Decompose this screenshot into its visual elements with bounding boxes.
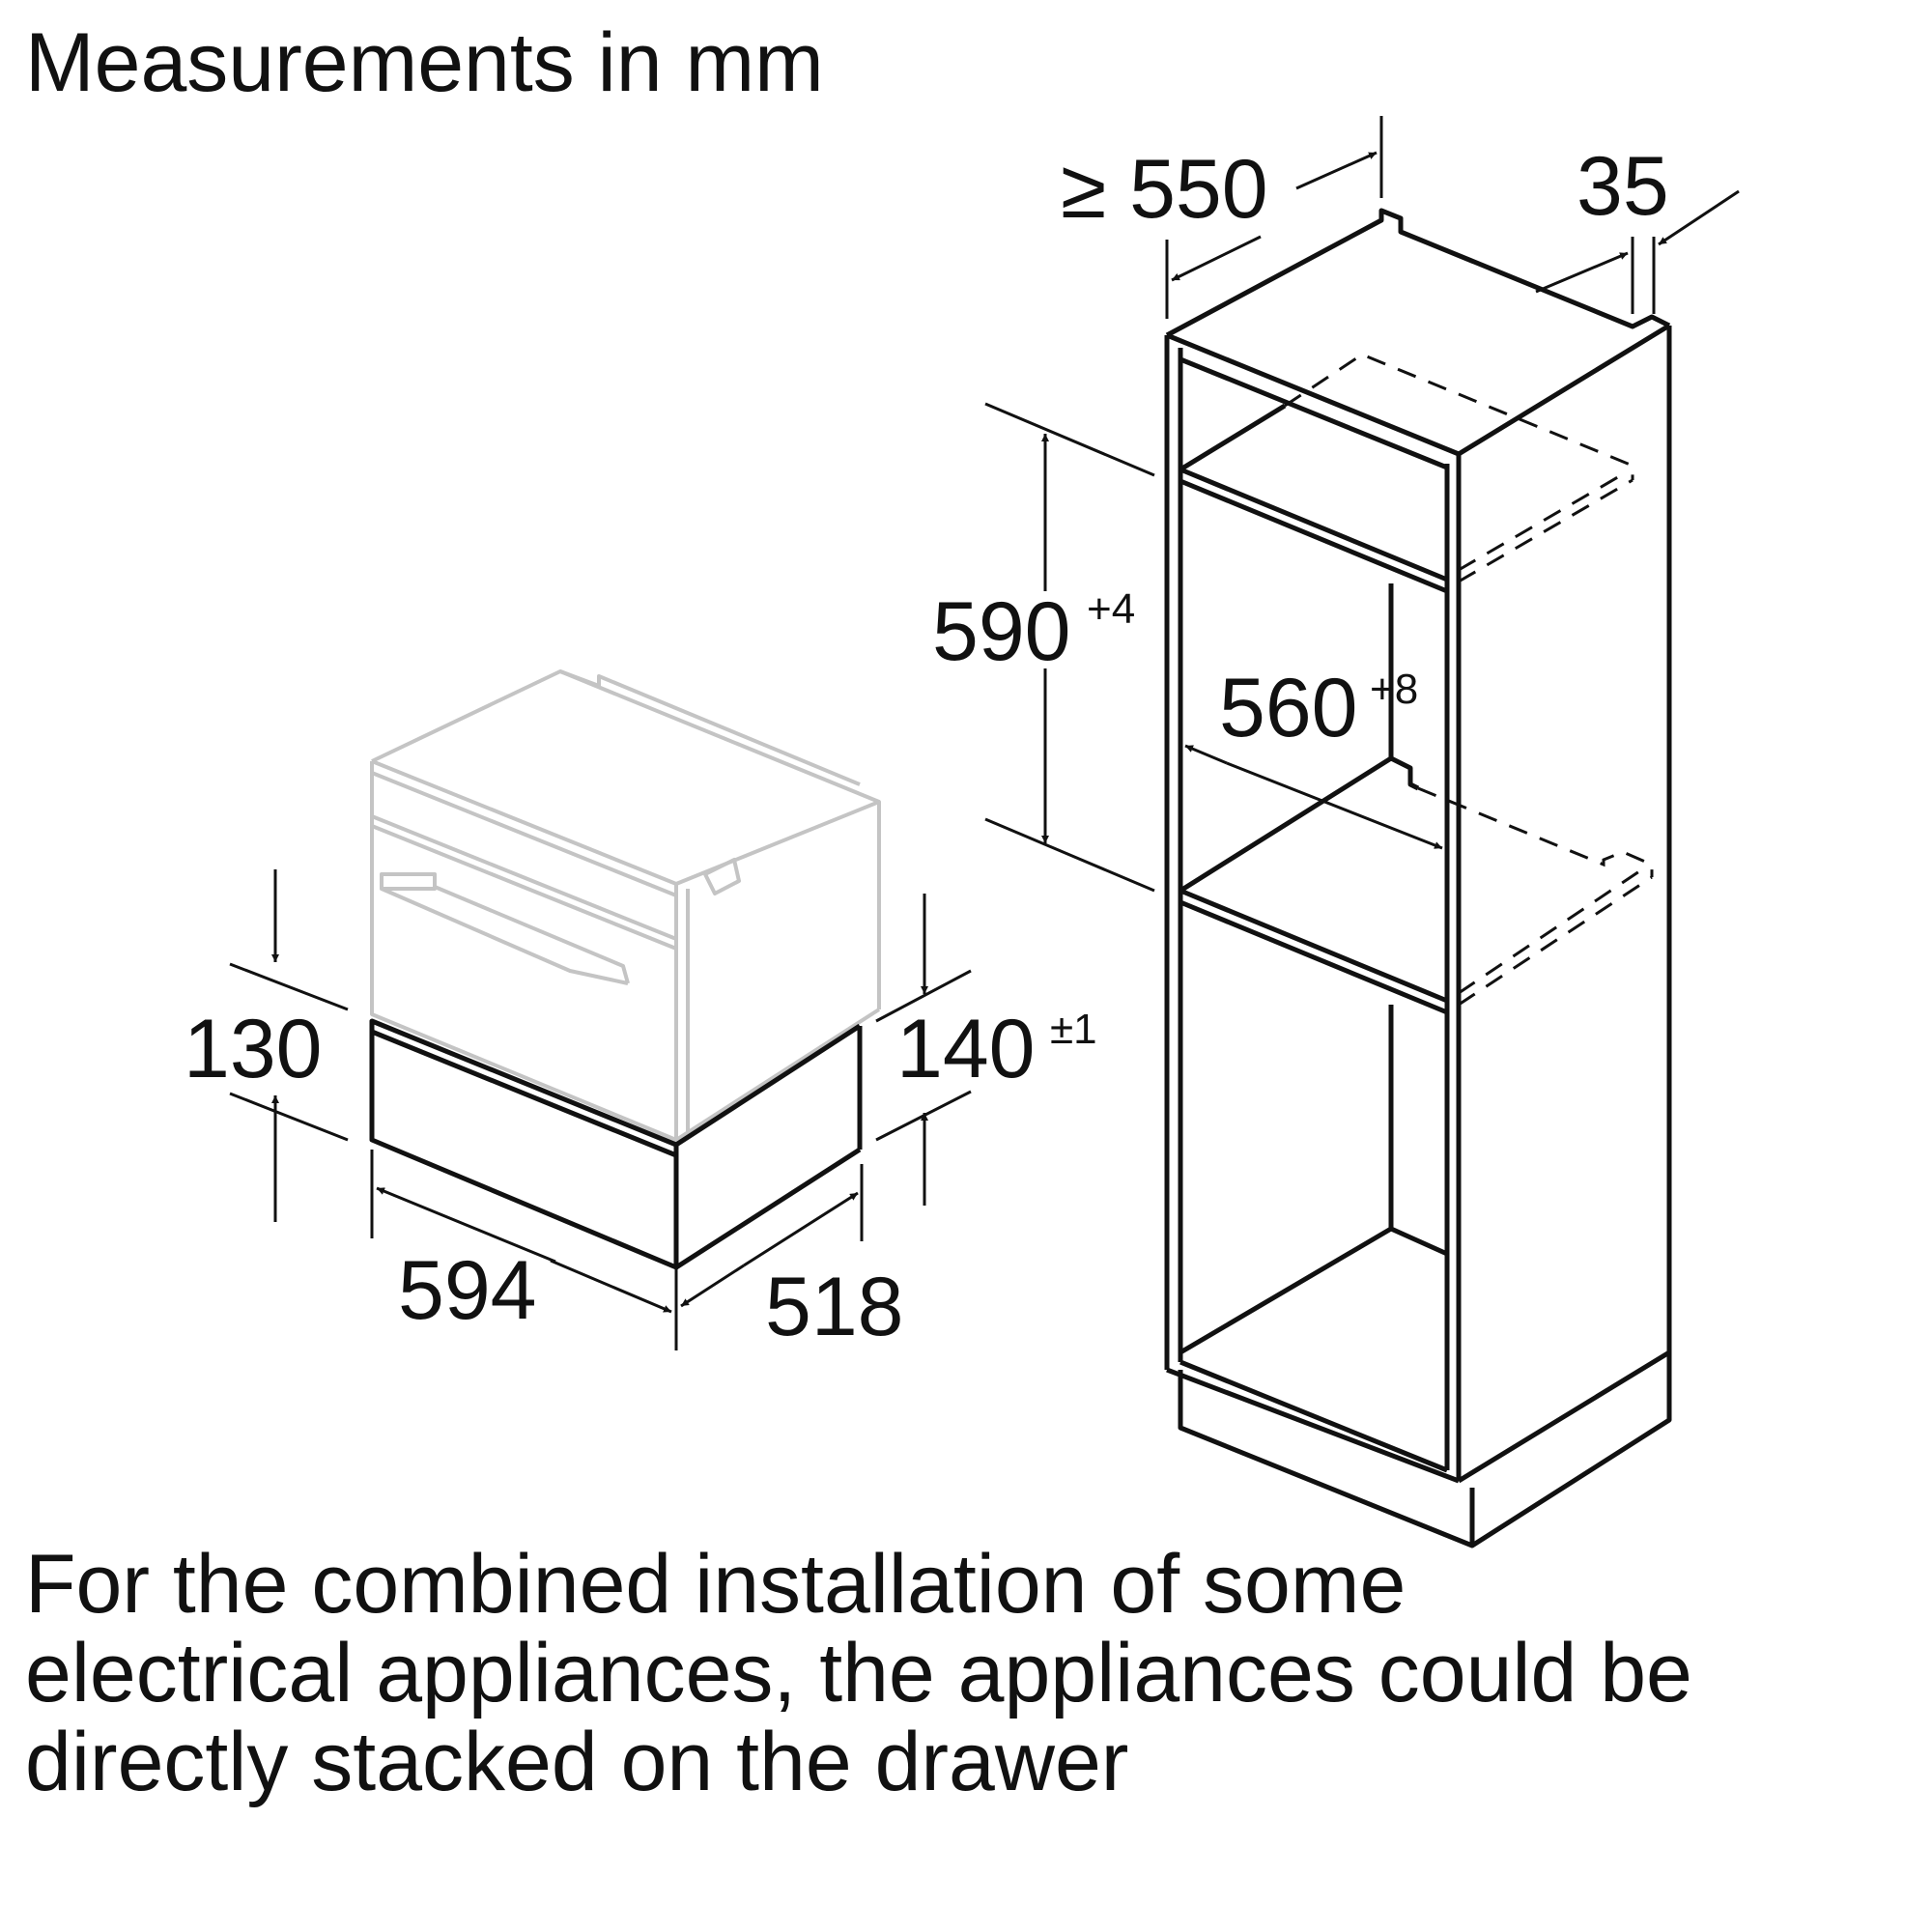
warming-drawer	[369, 1018, 863, 1270]
back-gap-label: 35	[1577, 140, 1669, 233]
note-line: For the combined installation of some	[25, 1538, 1406, 1631]
niche-height-label: 140	[896, 1003, 1036, 1095]
dimension-labels: 130 140 ±1 594 518 ≥ 550 35 590 +4 560 +…	[184, 140, 1669, 1353]
drawer-height-label: 130	[184, 1003, 323, 1095]
appliance-outline	[370, 669, 881, 1142]
dashed-appliance-outline	[1284, 353, 1654, 1007]
oven-niche-height-label: 590	[932, 585, 1071, 678]
tall-cabinet	[1164, 208, 1672, 1548]
niche-height-tolerance: ±1	[1050, 1006, 1097, 1053]
cabinet-depth-label: ≥ 550	[1061, 143, 1268, 236]
installation-note: For the combined installation of some el…	[25, 1540, 1692, 1806]
dimension-lines-left	[229, 869, 972, 1350]
niche-width-tolerance: +8	[1370, 666, 1418, 713]
drawer-depth-label: 518	[765, 1261, 904, 1353]
oven-niche-height-tolerance: +4	[1087, 585, 1135, 633]
dimension-lines-right	[984, 116, 1740, 893]
niche-width-label: 560	[1219, 662, 1358, 754]
drawer-width-label: 594	[398, 1244, 537, 1337]
note-line: directly stacked on the drawer	[25, 1716, 1129, 1808]
page-title: Measurements in mm	[25, 16, 824, 109]
note-line: electrical appliances, the appliances co…	[25, 1627, 1692, 1719]
